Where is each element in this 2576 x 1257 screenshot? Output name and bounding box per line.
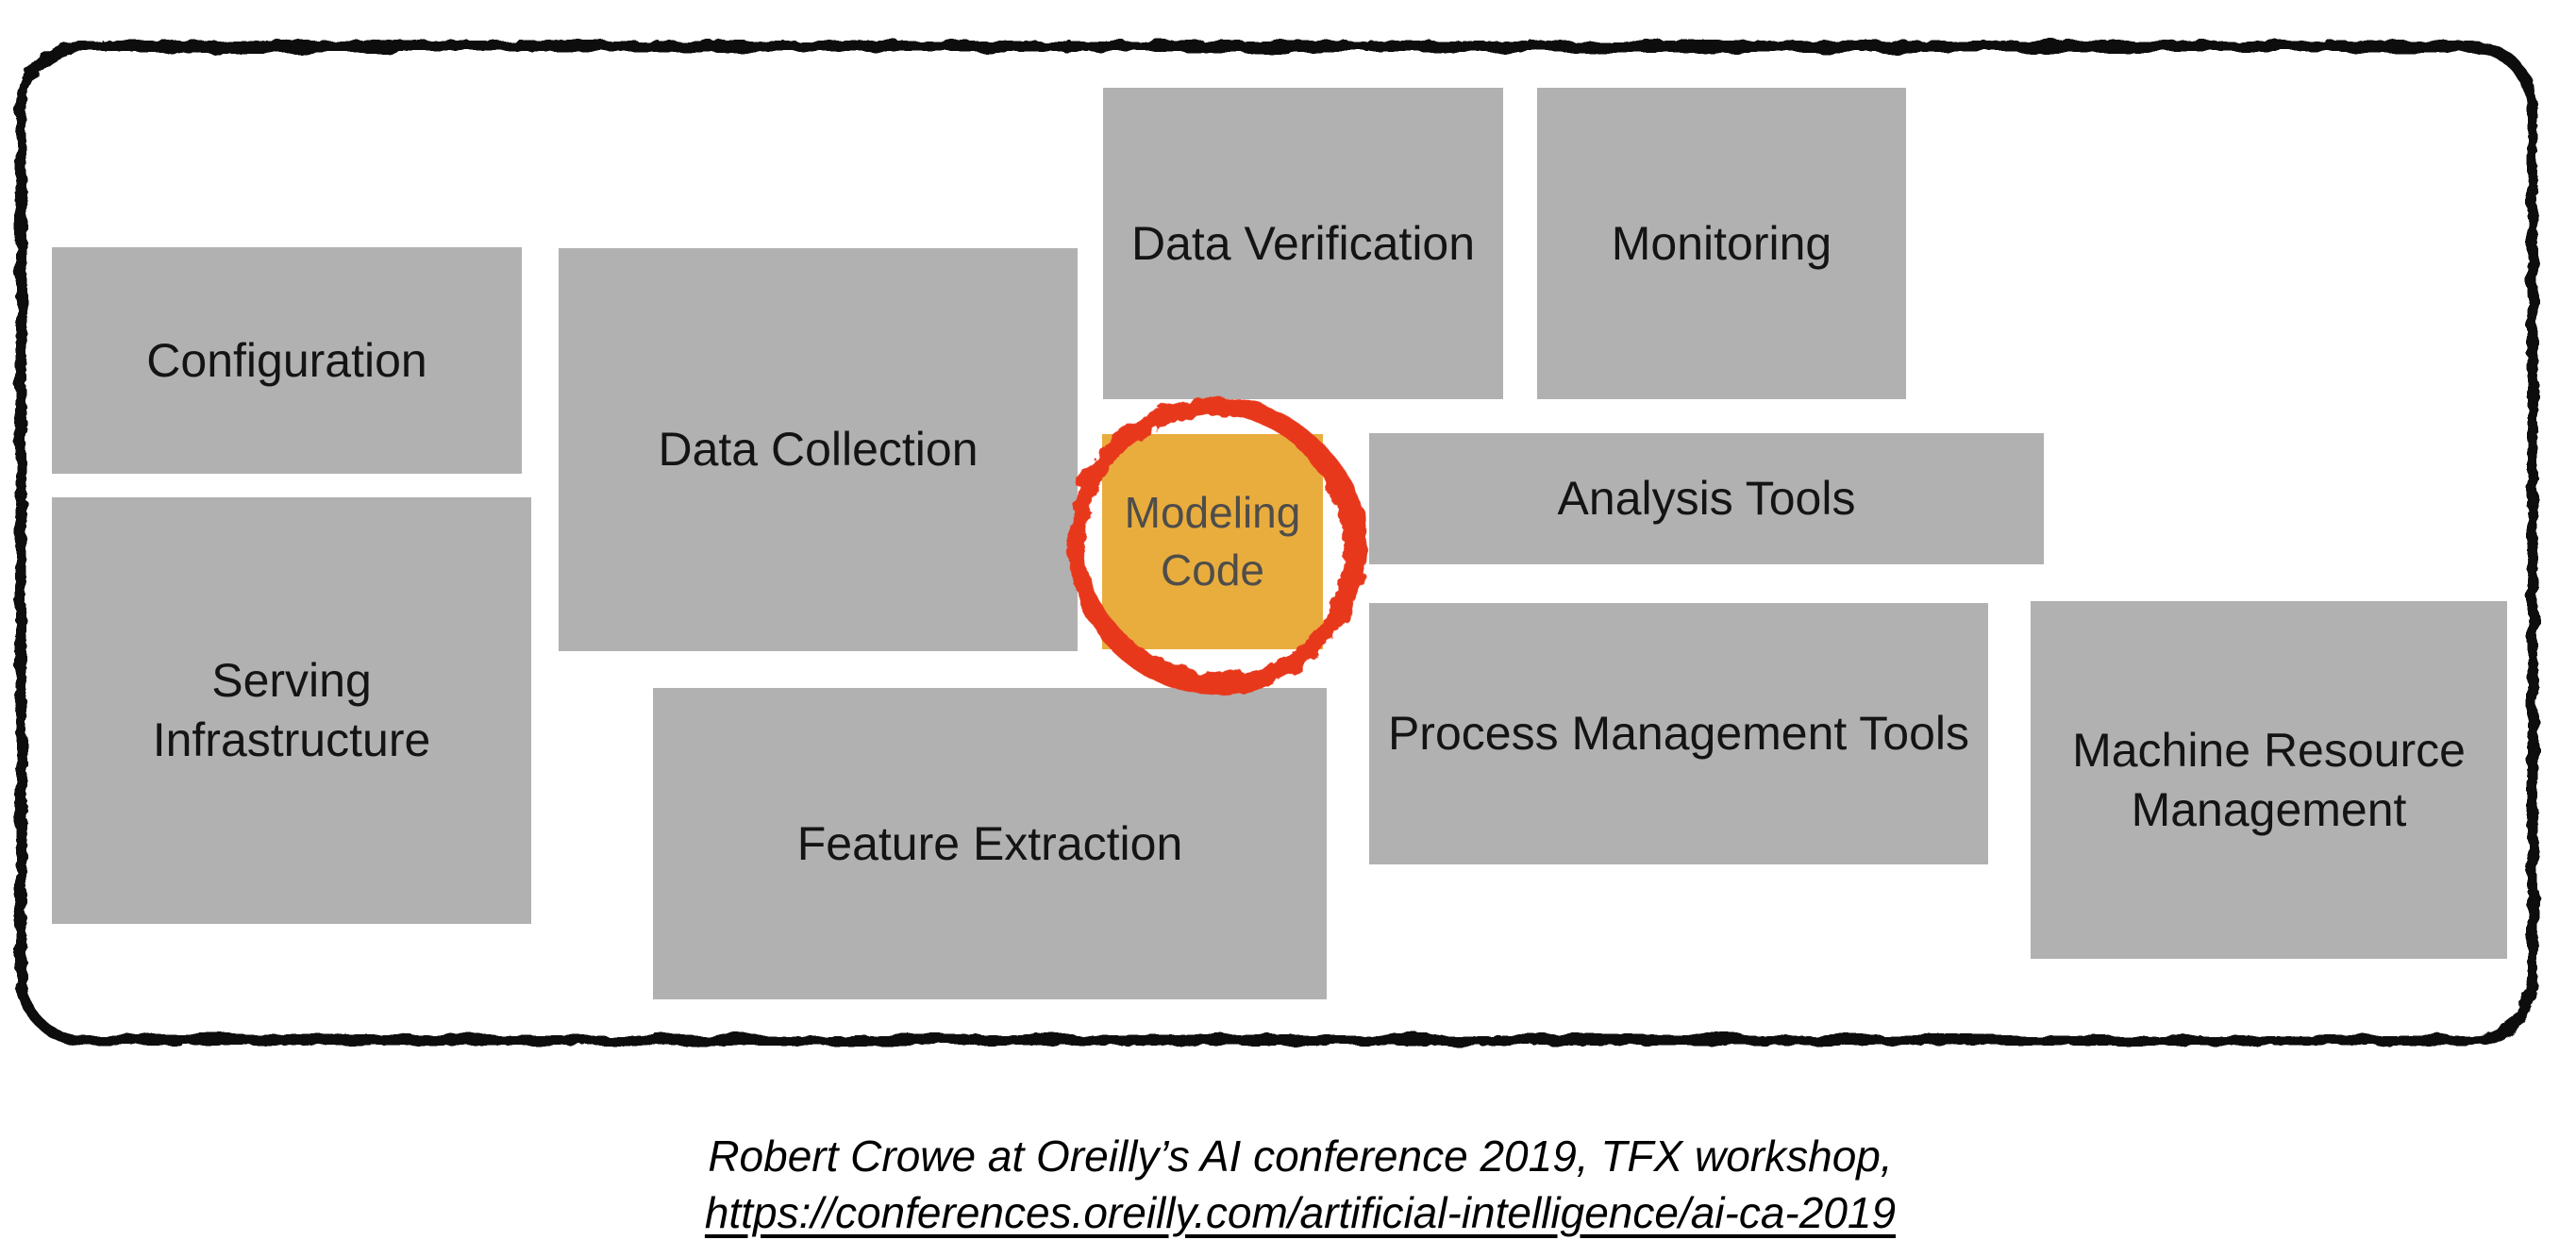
box-modeling-code: Modeling Code xyxy=(1102,434,1323,649)
box-analysis-tools-label: Analysis Tools xyxy=(1557,472,1856,525)
box-modeling-code-label: Modeling Code xyxy=(1124,488,1301,595)
box-analysis-tools: Analysis Tools xyxy=(1369,433,2044,564)
box-monitoring: Monitoring xyxy=(1537,88,1906,399)
box-machine-resource-management-label: Machine Resource Management xyxy=(2072,723,2466,836)
box-serving-infrastructure: Serving Infrastructure xyxy=(52,497,531,924)
box-data-verification-label: Data Verification xyxy=(1130,216,1476,270)
box-feature-extraction-label: Feature Extraction xyxy=(796,816,1183,870)
box-feature-extraction: Feature Extraction xyxy=(653,688,1327,999)
box-serving-infrastructure-label: Serving Infrastructure xyxy=(152,654,431,766)
box-configuration: Configuration xyxy=(52,247,522,474)
box-data-collection-label: Data Collection xyxy=(658,423,979,476)
caption-link[interactable]: https://conferences.oreilly.com/artifici… xyxy=(704,1187,1897,1237)
box-machine-resource-management: Machine Resource Management xyxy=(2031,601,2507,959)
caption: Robert Crowe at Oreilly’s AI conference … xyxy=(12,1129,2576,1242)
box-configuration-label: Configuration xyxy=(146,333,427,387)
box-data-collection: Data Collection xyxy=(559,248,1078,651)
box-process-management-tools: Process Management Tools xyxy=(1369,603,1988,864)
caption-attribution: Robert Crowe at Oreilly’s AI conference … xyxy=(708,1131,1893,1181)
box-process-management-tools-label: Process Management Tools xyxy=(1387,707,1970,760)
box-monitoring-label: Monitoring xyxy=(1611,216,1832,270)
box-data-verification: Data Verification xyxy=(1103,88,1503,399)
